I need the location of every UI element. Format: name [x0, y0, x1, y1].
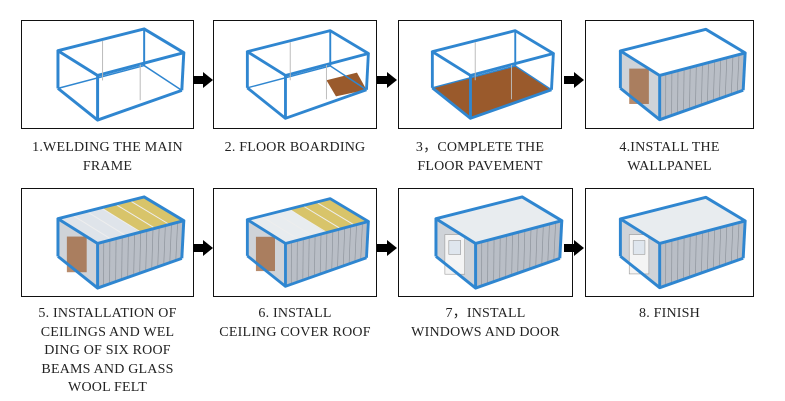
- step-3-illustration: [398, 20, 562, 129]
- caption-line: 5. INSTALLATION OF: [38, 306, 177, 321]
- front-wall: [97, 220, 184, 289]
- door-opening: [629, 68, 649, 104]
- step-7-caption: 7，INSTALL WINDOWS AND DOOR: [383, 305, 588, 342]
- front-wall: [659, 52, 746, 120]
- step-4-illustration: [585, 20, 754, 129]
- caption-line: CEILINGS AND WEL: [40, 324, 175, 340]
- arrow-right-icon: [193, 240, 213, 256]
- front-wall: [659, 220, 746, 288]
- top-frame: [430, 29, 555, 77]
- arrow-right-icon: [564, 240, 584, 256]
- front-wall: [475, 220, 562, 289]
- caption-line: 1.WELDING THE MAIN: [32, 140, 183, 155]
- front-wall: [285, 221, 369, 287]
- step-2-caption: 2. FLOOR BOARDING: [198, 139, 392, 158]
- caption-line: 3，COMPLETE THE: [415, 140, 545, 155]
- caption-line: WALLPANEL: [627, 158, 712, 174]
- arrow-right-icon: [564, 72, 584, 88]
- glass-wool-felt: [102, 196, 184, 233]
- roof: [620, 197, 746, 244]
- step-2-illustration: [213, 20, 377, 129]
- window: [448, 240, 461, 255]
- step-6-illustration: [213, 188, 377, 297]
- step-8-illustration: [585, 188, 754, 297]
- glass-wool-felt: [290, 198, 369, 233]
- step-4-caption: 4.INSTALL THE WALLPANEL: [570, 139, 769, 176]
- step-8-caption: 8. FINISH: [570, 305, 769, 324]
- roof: [435, 196, 562, 244]
- caption-line: CEILING COVER ROOF: [219, 324, 371, 340]
- caption-line: 8. FINISH: [639, 306, 700, 321]
- caption-line: FRAME: [82, 158, 133, 174]
- caption-line: WOOL FELT: [68, 380, 147, 395]
- step-1-caption: 1.WELDING THE MAIN FRAME: [6, 139, 209, 176]
- caption-line: 2. FLOOR BOARDING: [224, 140, 366, 155]
- caption-line: 6. INSTALL: [258, 306, 332, 321]
- top-frame: [56, 27, 186, 77]
- top-frame: [618, 195, 747, 245]
- step-1-illustration: [21, 20, 194, 129]
- step-7-illustration: [398, 188, 573, 297]
- door-opening: [255, 236, 275, 272]
- arrow-right-icon: [377, 240, 397, 256]
- floor-board: [326, 72, 367, 97]
- caption-line: FLOOR PAVEMENT: [417, 158, 543, 174]
- top-frame: [245, 29, 370, 77]
- bottom-frame: [57, 87, 183, 122]
- floor-board: [432, 65, 552, 119]
- top-frame: [434, 195, 564, 245]
- caption-line: 4.INSTALL THE: [619, 140, 720, 155]
- caption-line: DING OF SIX ROOF: [44, 343, 171, 358]
- step-3-caption: 3，COMPLETE THE FLOOR PAVEMENT: [383, 139, 577, 176]
- caption-line: BEAMS AND GLASS: [41, 361, 174, 377]
- window: [632, 240, 646, 255]
- step-6-caption: 6. INSTALL CEILING COVER ROOF: [198, 305, 392, 342]
- step-5-illustration: [21, 188, 194, 297]
- caption-line: 7，INSTALL: [445, 306, 526, 321]
- step-5-caption: 5. INSTALLATION OF CEILINGS AND WEL DING O…: [6, 305, 209, 398]
- arrow-right-icon: [377, 72, 397, 88]
- caption-line: WINDOWS AND DOOR: [411, 324, 560, 340]
- door-opening: [66, 236, 87, 273]
- arrow-right-icon: [193, 72, 213, 88]
